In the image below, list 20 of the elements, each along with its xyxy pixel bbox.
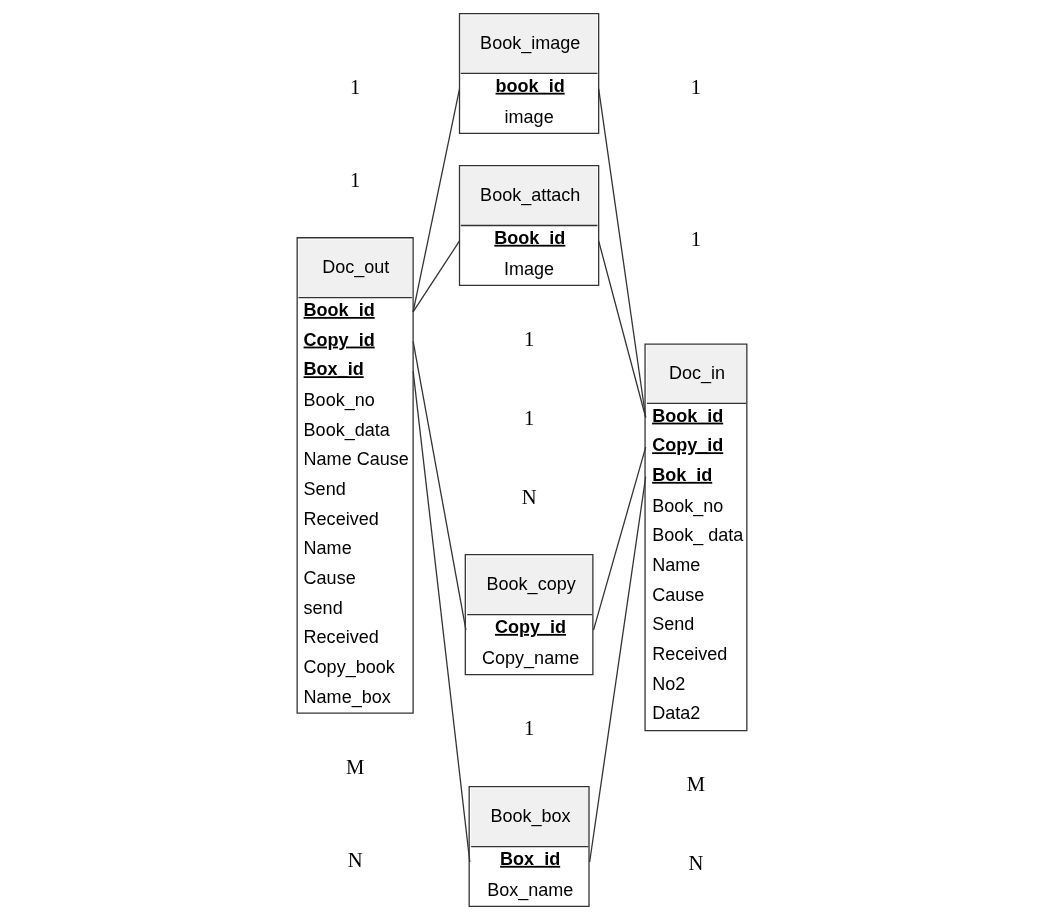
label: 1 [690,227,701,250]
connector [411,88,460,313]
label: 1 [523,406,534,429]
connector [588,476,646,863]
connector [411,340,467,631]
connector [411,370,470,863]
label: 1 [349,75,360,98]
label: N [521,485,537,508]
connector [597,240,646,419]
connector [597,88,646,419]
label: 1 [523,717,534,740]
connector [592,446,646,631]
label: N [688,851,703,874]
label: M [345,756,364,779]
connector [411,240,460,313]
label: 1 [690,75,701,98]
label: 1 [523,328,534,351]
label: M [686,772,705,795]
label: N [347,848,363,871]
label: 1 [349,168,360,191]
